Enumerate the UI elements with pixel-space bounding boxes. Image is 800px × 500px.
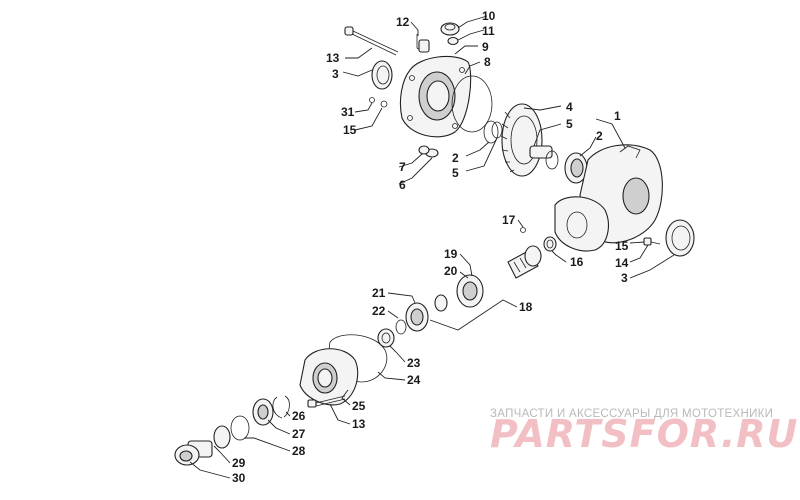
callout-17: 17 — [502, 213, 516, 227]
cover-plate-9 — [399, 55, 472, 138]
bearing-27 — [252, 398, 274, 426]
watermark: ЗАПЧАСТИ И АКСЕССУАРЫ ДЛЯ МОТОТЕХНИКИ PA… — [490, 408, 798, 456]
bearing-22 — [405, 302, 429, 332]
bearing-19 — [456, 274, 484, 308]
bolt-13-top — [344, 26, 399, 56]
callout-23: 23 — [407, 356, 421, 370]
callout-28: 28 — [292, 444, 306, 458]
bolt-14-right — [643, 237, 661, 246]
callout-16: 16 — [570, 255, 584, 269]
callout-21: 21 — [372, 286, 386, 300]
pin-31 — [369, 97, 375, 103]
collar-16 — [543, 236, 557, 252]
spacer-21 — [434, 294, 448, 312]
bolt-13-lower — [307, 395, 346, 408]
callout-7: 7 — [399, 160, 406, 174]
callout-22: 22 — [372, 304, 386, 318]
fitting-12 — [416, 34, 430, 53]
callout-20: 20 — [444, 264, 458, 278]
callout-19: 19 — [444, 247, 458, 261]
callout-5: 5 — [452, 166, 459, 180]
callout-11: 11 — [482, 24, 495, 38]
plug-10 — [440, 22, 460, 36]
leader-lines — [189, 15, 675, 479]
callout-12: 12 — [396, 15, 410, 29]
callout-3: 3 — [332, 67, 339, 81]
callout-13: 13 — [326, 51, 340, 65]
o-ring-8 — [451, 75, 493, 133]
callout-labels: 1 2 2 3 3 4 5 5 6 7 8 9 10 11 12 13 13 1… — [232, 9, 629, 485]
watermark-logo: PARTSFOR.RU — [490, 412, 798, 456]
callout-5: 5 — [566, 117, 573, 131]
callout-24: 24 — [407, 373, 421, 387]
shim-2-left — [483, 120, 499, 144]
seal-28b — [213, 425, 231, 449]
callout-31: 31 — [341, 105, 355, 119]
callout-15: 15 — [615, 239, 629, 253]
pinion-gear-18 — [507, 245, 542, 279]
callout-8: 8 — [484, 55, 491, 69]
spacer-5-left — [491, 121, 503, 139]
callout-18: 18 — [519, 300, 533, 314]
washer-11 — [447, 36, 459, 46]
callout-25: 25 — [352, 399, 366, 413]
callout-2: 2 — [452, 151, 459, 165]
callout-15: 15 — [343, 123, 357, 137]
callout-27: 27 — [292, 427, 306, 441]
callout-30: 30 — [232, 471, 246, 485]
callout-6: 6 — [399, 178, 406, 192]
callout-9: 9 — [482, 40, 489, 54]
front-housing-25 — [299, 348, 359, 406]
callout-29: 29 — [232, 456, 246, 470]
yoke-29 — [174, 440, 213, 466]
callout-2: 2 — [596, 129, 603, 143]
spacer-5-right — [545, 150, 559, 170]
callout-4: 4 — [566, 100, 573, 114]
callout-26: 26 — [292, 409, 306, 423]
callout-13: 13 — [352, 417, 366, 431]
callout-10: 10 — [482, 9, 496, 23]
seal-28 — [230, 415, 250, 441]
housing-1 — [554, 144, 663, 252]
snap-ring-26 — [272, 395, 290, 419]
nut-23 — [377, 328, 395, 348]
shim-22 — [395, 319, 407, 335]
callout-1: 1 — [614, 109, 621, 123]
ring-gear-4 — [500, 103, 553, 177]
callout-3: 3 — [621, 271, 628, 285]
callout-14: 14 — [615, 256, 629, 270]
seal-3-top — [371, 60, 393, 90]
bolt-7 — [418, 145, 439, 158]
washer-15-top — [380, 100, 388, 108]
seal-3-right — [665, 219, 695, 257]
watermark-subtitle: ЗАПЧАСТИ И АКСЕССУАРЫ ДЛЯ МОТОТЕХНИКИ — [490, 408, 773, 420]
pin-17 — [520, 227, 526, 233]
